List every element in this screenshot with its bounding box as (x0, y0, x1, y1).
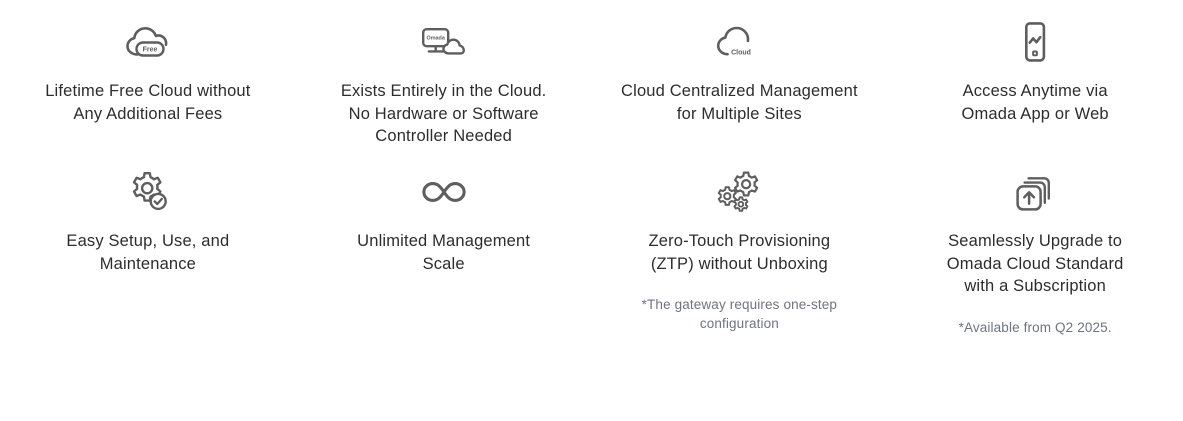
feature-note: *Available from Q2 2025. (958, 319, 1112, 335)
feature-title: Cloud Centralized Management for Multipl… (621, 82, 858, 123)
cloud-free-icon-label: Free (142, 47, 157, 54)
feature-title: Seamlessly Upgrade to Omada Cloud Standa… (946, 232, 1124, 295)
feature-card-unlimited-scale: Unlimited Management Scale (296, 168, 592, 358)
feature-card-cloud-centralized: Cloud Cloud Centralized Management for M… (592, 18, 888, 168)
infinity-icon (417, 168, 471, 216)
cloud-label-icon-label: Cloud (731, 49, 751, 56)
feature-note: *The gateway requires one-step configura… (641, 297, 838, 331)
feature-card-easy-setup: Easy Setup, Use, and Maintenance (0, 168, 296, 358)
feature-title: Unlimited Management Scale (357, 232, 531, 273)
omada-monitor-cloud-icon-label: Omada (426, 36, 445, 42)
mobile-chart-icon (1020, 18, 1050, 66)
multiple-gears-icon (716, 168, 762, 216)
upgrade-stack-icon (1013, 168, 1057, 216)
feature-card-exists-in-cloud: Omada Exists Entirely in the Cloud. No H… (296, 18, 592, 168)
feature-title: Lifetime Free Cloud without Any Addition… (45, 82, 251, 123)
feature-title: Exists Entirely in the Cloud. No Hardwar… (340, 82, 547, 145)
feature-title: Zero-Touch Provisioning (ZTP) without Un… (648, 232, 831, 273)
omada-monitor-cloud-icon: Omada (420, 18, 468, 66)
feature-card-lifetime-free-cloud: Free Lifetime Free Cloud without Any Add… (0, 18, 296, 168)
cloud-label-icon: Cloud (716, 18, 762, 66)
cloud-free-icon: Free (125, 18, 171, 66)
gear-check-icon (127, 168, 169, 216)
feature-title: Easy Setup, Use, and Maintenance (66, 232, 230, 273)
feature-card-access-anytime: Access Anytime via Omada App or Web (887, 18, 1183, 168)
feature-card-seamless-upgrade: Seamlessly Upgrade to Omada Cloud Standa… (887, 168, 1183, 358)
feature-card-zero-touch-provisioning: Zero-Touch Provisioning (ZTP) without Un… (592, 168, 888, 358)
feature-title: Access Anytime via Omada App or Web (961, 82, 1109, 123)
